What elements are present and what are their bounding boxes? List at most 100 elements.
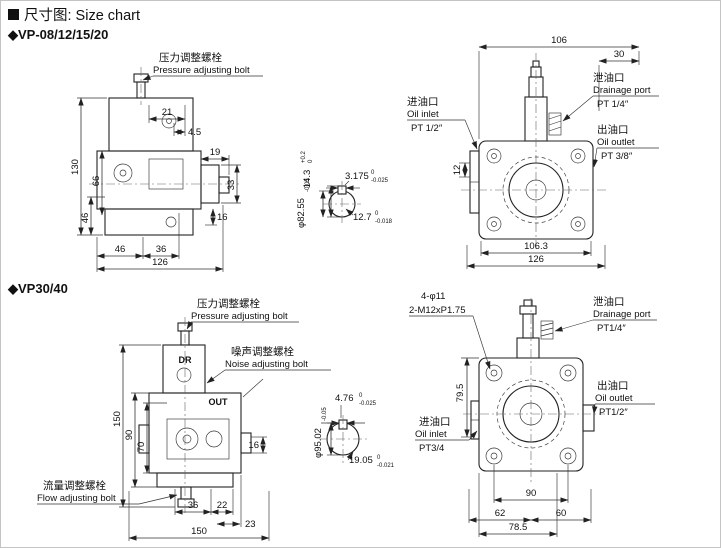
- dim-vp30-b60: 60: [556, 508, 567, 519]
- vp30-drain-label-cn: 泄油口: [593, 295, 625, 308]
- vp30-flow-bolt-label-en: Flow adjusting bolt: [37, 493, 116, 504]
- dim-vp08-depth-tol-top: +0.2: [301, 150, 307, 163]
- vp30-flow-bolt-label-cn: 流量调整螺栓: [43, 479, 106, 492]
- dim-vp08-dia-tol-bot: -0.018: [375, 219, 393, 225]
- dim-vp30-b23: 23: [245, 519, 256, 530]
- dim-vp30-keyw-4-76: 4.76: [335, 393, 354, 404]
- vp08-outlet-label-en: Oil outlet: [597, 137, 635, 148]
- vp30-side-view-drawing: 压力调整螺栓 Pressure adjusting bolt 噪声调整螺栓 No…: [37, 297, 331, 541]
- vp30-port-out-label: OUT: [209, 397, 229, 407]
- dim-vp30-b22: 22: [217, 500, 228, 511]
- vp30-drain-coil: [540, 320, 554, 340]
- dim-vp30-pilot-95-02: φ95.02: [313, 428, 324, 458]
- vp30-shaft-dimension-lines: [321, 405, 365, 461]
- dim-vp08-keyw-3-175: 3.175: [345, 171, 369, 182]
- dim-vp30-dia-tol-bot: -0.021: [377, 463, 395, 469]
- vp30-outlet-size: PT1/2″: [599, 407, 628, 418]
- vp08-shaft-detail-drawing: 14.3 +0.2 0 3.175 0 -0.025 12.7 0 -0.018…: [296, 150, 393, 227]
- vp30-right-step: [240, 432, 252, 454]
- dim-vp30-70: 70: [136, 442, 147, 453]
- vp08-drain-size: PT 1/4″: [597, 99, 629, 110]
- dim-vp30-keyw-tol-top: 0: [359, 393, 363, 399]
- dim-vp08-t30: 30: [614, 49, 625, 60]
- vp30-front-dimension-lines: [409, 315, 657, 537]
- vp30-outlet-label-en: Oil outlet: [595, 393, 633, 404]
- vp30-tower: [162, 344, 206, 394]
- dim-vp08-4-5: 4.5: [188, 127, 201, 138]
- dim-vp08-46-left: 46: [80, 213, 91, 224]
- vp30-pressure-bolt-label-cn: 压力调整螺栓: [197, 297, 260, 310]
- vp08-side-dimension-lines: [77, 74, 263, 272]
- dim-vp08-t106: 106: [551, 35, 567, 46]
- dim-vp30-dia-19-05: 19.05: [349, 455, 373, 466]
- section-heading-vp30: ◆VP30/40: [8, 281, 68, 296]
- dim-vp30-b36: 36: [188, 500, 199, 511]
- vp30-note-2-m12: 2-M12xP1.75: [409, 305, 466, 316]
- vp30-flow-bolt-cap: [177, 498, 195, 508]
- vp08-inlet-size: PT 1/2″: [411, 123, 443, 134]
- vp08-inlet-label-en: Oil inlet: [407, 109, 439, 120]
- vp08-front-dimension-lines: [407, 44, 659, 269]
- vp30-outlet-flange: [582, 404, 595, 432]
- dim-vp08-16: 16: [217, 212, 228, 223]
- dim-vp08-66: 66: [91, 176, 102, 187]
- dim-vp30-b150: 150: [191, 526, 207, 537]
- vp30-port-dr-label: DR: [179, 355, 192, 365]
- dim-vp08-21: 21: [162, 107, 173, 118]
- vp30-note-4-phi11: 4-φ11: [421, 291, 445, 302]
- dim-vp30-150: 150: [112, 411, 123, 427]
- vp30-front-bolt-cap: [519, 305, 537, 315]
- dim-vp08-keyw-tol-top: 0: [371, 170, 375, 176]
- dim-vp08-b126: 126: [152, 257, 168, 268]
- title-square-icon: [8, 9, 19, 20]
- dim-vp08-130: 130: [70, 159, 81, 175]
- dim-vp08-b36: 36: [156, 244, 167, 255]
- vp08-drain-coil: [548, 112, 562, 136]
- dim-vp30-keyw-tol-bot: -0.025: [359, 401, 377, 407]
- dim-vp08-b106-3: 106.3: [524, 241, 548, 252]
- vp08-outlet-size: PT 3/8″: [601, 151, 633, 162]
- vp30-front-view-drawing: 4-φ11 2-M12xP1.75 泄油口 Drainage port PT1/…: [409, 291, 657, 537]
- dim-vp30-pilot-tol: -0.05: [322, 407, 328, 421]
- vp08-front-outline: [461, 53, 607, 249]
- dim-vp08-dia-12-7: 12.7: [353, 212, 372, 223]
- dim-vp08-fb126: 126: [528, 254, 544, 265]
- vp08-outlet-label-cn: 出油口: [597, 123, 629, 136]
- vp08-pressure-bolt-label-cn: 压力调整螺栓: [159, 51, 222, 64]
- dim-vp30-b62: 62: [495, 508, 506, 519]
- dim-vp08-l12: 12: [452, 165, 463, 176]
- dim-vp08-33: 33: [226, 180, 237, 191]
- dim-vp30-16: 16: [248, 440, 259, 451]
- vp08-drain-label-en: Drainage port: [593, 85, 651, 96]
- dim-vp08-dia-tol-top: 0: [375, 211, 379, 217]
- vp30-inlet-label-en: Oil inlet: [415, 429, 447, 440]
- vp08-inlet-label-cn: 进油口: [407, 95, 439, 108]
- page-title: 尺寸图: Size chart: [8, 4, 140, 25]
- dim-vp30-90: 90: [124, 430, 135, 441]
- dim-vp08-pilot-tol: -0.05: [305, 178, 311, 192]
- vp30-drain-label-en: Drainage port: [593, 309, 651, 320]
- vp30-drain-size: PT1/4″: [597, 323, 626, 334]
- dim-vp30-b90: 90: [526, 488, 537, 499]
- vp30-outlet-label-cn: 出油口: [597, 379, 629, 392]
- vp08-pressure-bolt-label-en: Pressure adjusting bolt: [153, 65, 250, 76]
- page-title-text: 尺寸图: Size chart: [24, 8, 141, 24]
- dim-vp08-pilot-82-55: φ82.55: [296, 198, 307, 228]
- vp30-pressure-bolt-label-en: Pressure adjusting bolt: [191, 311, 288, 322]
- vp30-noise-bolt-label-cn: 噪声调整螺栓: [231, 345, 294, 358]
- vp08-shaft-dimension-lines: [319, 180, 360, 218]
- vp30-bottom-flange: [156, 472, 234, 488]
- vp08-shaft-tip: [218, 176, 230, 194]
- dim-vp08-b46: 46: [115, 244, 126, 255]
- vp08-drain-label-cn: 泄油口: [593, 71, 625, 84]
- vp30-inlet-label-cn: 进油口: [419, 415, 451, 428]
- dim-vp08-depth-14-3: 14.3: [302, 170, 313, 189]
- vp30-front-outline: [463, 298, 605, 483]
- vp30-noise-bolt-label-en: Noise adjusting bolt: [225, 359, 308, 370]
- vp30-inlet-size: PT3/4: [419, 443, 444, 454]
- dim-vp30-79-5: 79.5: [455, 384, 466, 403]
- dim-vp30-dia-tol-top: 0: [377, 455, 381, 461]
- vp30-shaft-detail-drawing: 4.76 0 -0.025 φ95.02 -0.05 19.05 0 -0.02…: [313, 393, 395, 469]
